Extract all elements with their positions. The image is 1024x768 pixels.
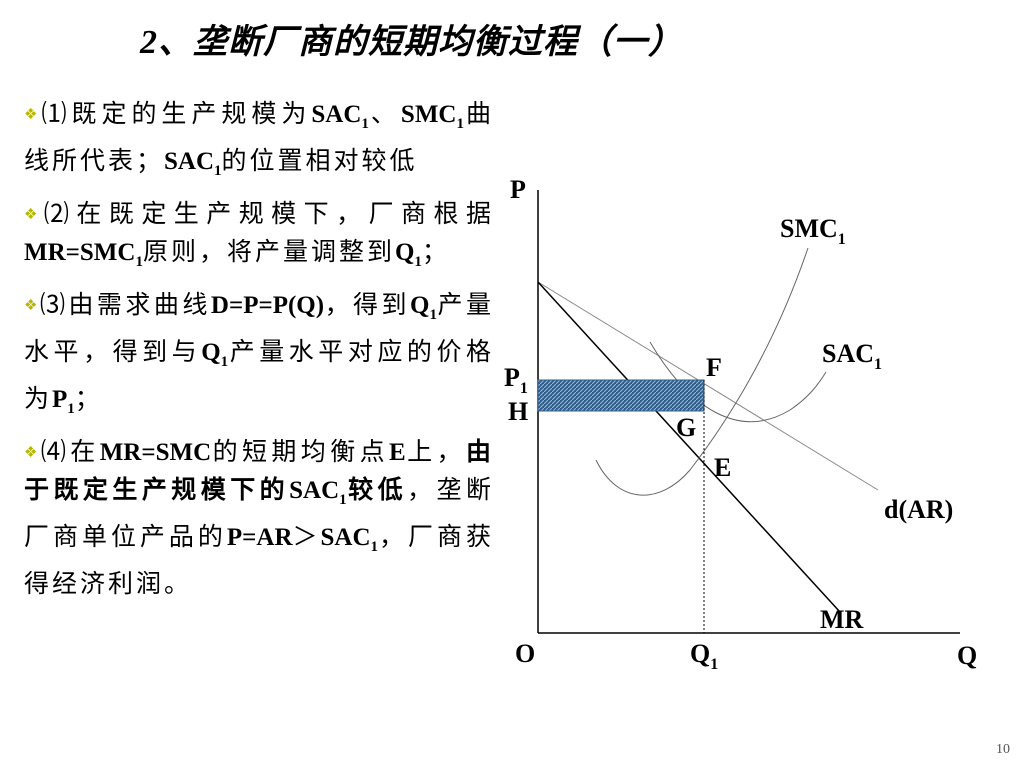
list-item-2: ❖⑵在既定生产规模下，厂商根据MR=SMC1原则，将产量调整到Q1； <box>24 201 494 270</box>
g-label: G <box>676 413 696 442</box>
e-label: E <box>714 453 731 482</box>
origin-label: O <box>515 639 535 668</box>
axis-label-q: Q <box>957 641 977 670</box>
h-label: H <box>508 397 528 426</box>
body-text: ❖⑴既定的生产规模为SAC1、SMC1曲线所代表；SAC1的位置相对较低 ❖⑵在… <box>24 96 494 609</box>
p1-label: P1 <box>504 363 528 397</box>
diamond-bullet-icon: ❖ <box>24 445 39 461</box>
diamond-bullet-icon: ❖ <box>24 107 40 123</box>
diamond-bullet-icon: ❖ <box>24 298 38 314</box>
q1-label: Q1 <box>690 639 718 673</box>
f-label: F <box>706 353 722 382</box>
diamond-bullet-icon: ❖ <box>24 207 42 223</box>
smc-curve <box>595 247 809 496</box>
slide-title: 2、垄断厂商的短期均衡过程（一） <box>140 24 683 61</box>
axis-label-p: P <box>510 175 526 204</box>
mr-curve <box>537 281 841 613</box>
demand-curve <box>537 281 879 491</box>
sac-label: SAC1 <box>822 339 882 373</box>
list-item-4: ❖⑷在MR=SMC的短期均衡点E上，由于既定生产规模下的SAC1较低，垄断厂商单… <box>24 439 494 598</box>
list-item-1: ❖⑴既定的生产规模为SAC1、SMC1曲线所代表；SAC1的位置相对较低 <box>24 101 494 179</box>
smc-label: SMC1 <box>780 214 846 248</box>
page-number: 10 <box>996 742 1010 757</box>
profit-area <box>537 379 705 412</box>
demand-label: d(AR) <box>884 495 953 524</box>
mr-label: MR <box>820 605 864 634</box>
list-item-3: ❖⑶由需求曲线D=P=P(Q)，得到Q1产量水平，得到与Q1产量水平对应的价格为… <box>24 292 494 417</box>
